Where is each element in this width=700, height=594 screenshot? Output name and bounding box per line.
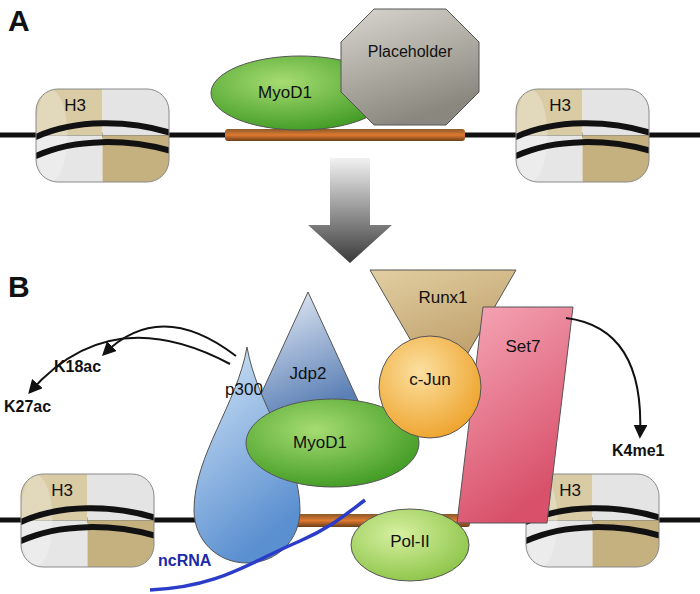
modification-arrow [566,318,640,436]
node-label: c-Jun [409,371,451,390]
histone-mark: K18ac [54,358,101,376]
rna-label: ncRNA [158,552,211,570]
node-label: H3 [549,97,571,116]
ncrna-strand [150,500,365,590]
node-label: H3 [64,97,86,116]
binding-site [225,129,465,141]
histone-mark: K4me1 [612,442,664,460]
panel-label: B [8,270,30,303]
node-label: Pol-II [390,533,430,552]
transition-arrow [308,158,392,263]
node-label: Placeholder [368,43,453,61]
histone-h3: H3 [20,473,155,568]
node-label: H3 [51,482,73,501]
node-label: MyoD1 [293,434,347,453]
histone-h3: H3 [515,88,650,183]
shape-outline [340,8,480,126]
shape-outline [515,88,650,183]
histone-mark: K27ac [4,398,51,416]
pol-ii-protein: Pol-II [350,508,470,582]
histone-h3: H3 [35,88,170,183]
c-jun-protein: c-Jun [378,335,482,439]
node-label: Jdp2 [290,365,327,384]
shape-outline [35,88,170,183]
node-label: Runx1 [418,289,467,308]
node-label: Set7 [506,338,541,357]
node-label: p300 [225,381,263,400]
node-label: MyoD1 [258,84,312,103]
node-label: H3 [559,482,581,501]
panel-label: A [8,4,30,37]
modification-arrow [30,338,230,392]
shape-outline [20,473,155,568]
placeholder-protein: Placeholder [340,8,480,126]
